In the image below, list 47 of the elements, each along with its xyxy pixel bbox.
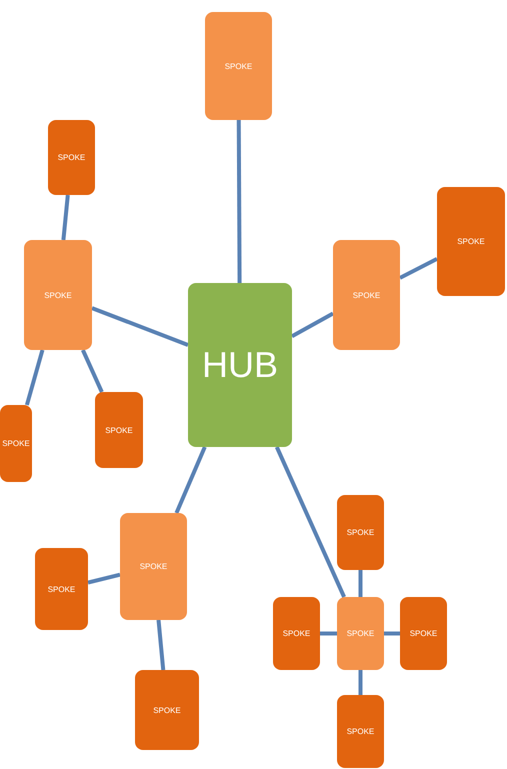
node-label: SPOKE	[140, 562, 168, 571]
node-label: SPOKE	[346, 727, 374, 736]
hub-box	[188, 283, 292, 447]
connector-line	[358, 670, 362, 695]
node-label: SPOKE	[224, 62, 252, 70]
connector-line	[81, 349, 104, 393]
node-label: SPOKE	[48, 584, 76, 594]
spoke-box	[48, 120, 95, 195]
connector-line	[320, 632, 337, 636]
spoke-box	[24, 240, 92, 350]
node-label: HUB	[202, 344, 278, 386]
node-label: SPOKE	[105, 426, 133, 434]
connector-line	[91, 306, 189, 347]
spoke-box	[400, 597, 447, 670]
node-label: SPOKE	[410, 629, 438, 638]
node-label: SPOKE	[44, 290, 72, 300]
spoke-box	[337, 597, 384, 670]
spoke-box	[35, 548, 88, 630]
node-label: SPOKE	[457, 237, 485, 246]
connector-line	[236, 120, 242, 284]
node-label: SPOKE	[352, 290, 380, 300]
connector-line	[384, 632, 400, 636]
connector-line	[274, 446, 346, 598]
spoke-box	[0, 405, 32, 482]
connector-line	[358, 570, 362, 597]
connector-line	[24, 349, 44, 406]
spoke-box	[120, 513, 187, 620]
spoke-box	[95, 392, 143, 468]
node-label: SPOKE	[346, 629, 374, 638]
node-label: SPOKE	[153, 706, 181, 714]
spoke-box	[337, 495, 384, 570]
node-label: SPOKE	[2, 439, 30, 448]
node-label: SPOKE	[282, 629, 310, 638]
spoke-box	[205, 12, 272, 120]
spoke-box	[273, 597, 320, 670]
connector-line	[61, 194, 70, 240]
spoke-box	[437, 187, 505, 296]
spoke-box	[135, 670, 199, 750]
connector-line	[399, 257, 438, 280]
connector-line	[88, 572, 120, 584]
connector-line	[291, 312, 334, 338]
node-label: SPOKE	[346, 528, 374, 537]
connector-line	[156, 620, 166, 670]
node-label: SPOKE	[58, 153, 86, 162]
spoke-box	[337, 695, 384, 768]
spoke-box	[333, 240, 400, 350]
connector-line	[174, 446, 207, 514]
